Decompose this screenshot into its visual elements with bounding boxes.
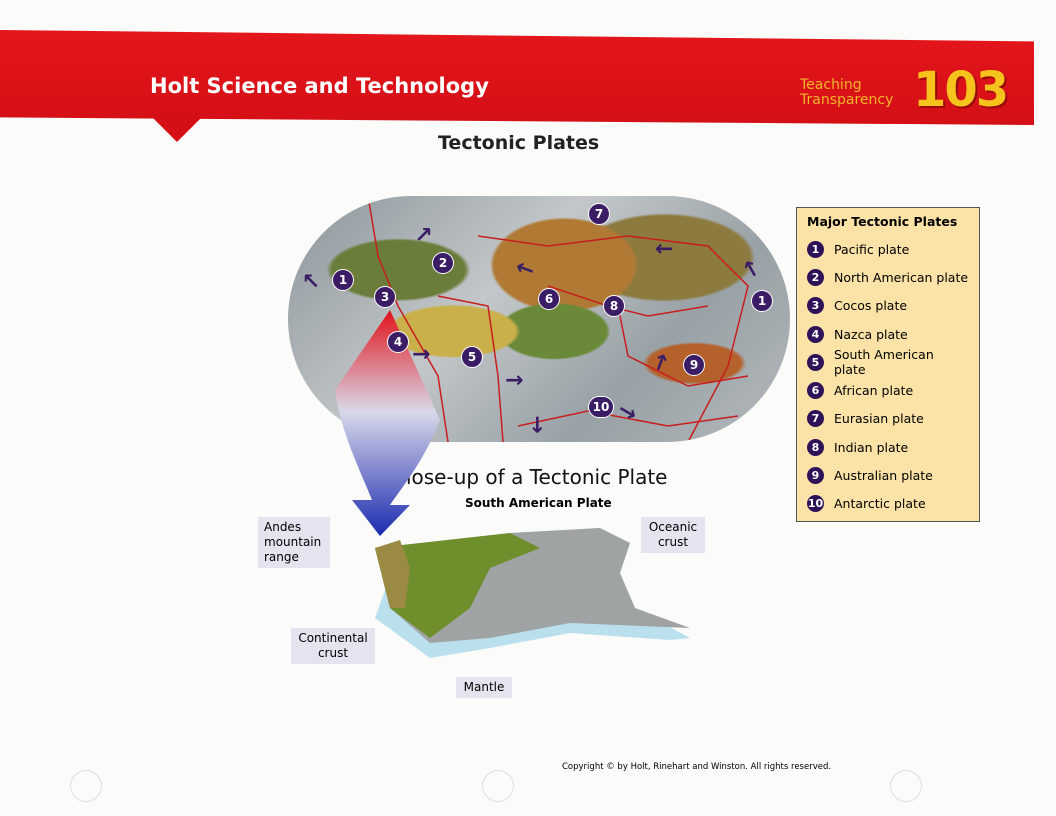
label-andes: Andes mountain range xyxy=(258,517,330,568)
plate-name: Australian plate xyxy=(834,468,933,484)
header-banner xyxy=(0,30,1034,125)
map-marker-australian: 9 xyxy=(683,354,705,376)
copyright: Copyright © by Holt, Rinehart and Winsto… xyxy=(562,762,832,772)
map-marker-antarctic: 10 xyxy=(588,396,614,418)
plate-number-badge: 8 xyxy=(807,438,824,456)
legend-title: Major Tectonic Plates xyxy=(807,214,958,229)
plate-name: Nazca plate xyxy=(834,326,908,342)
legend-item: 10 Antarctic plate xyxy=(807,490,969,518)
page-title: Tectonic Plates xyxy=(438,132,600,154)
legend-box: Major Tectonic Plates 1 Pacific plate 2 Nor… xyxy=(796,207,980,522)
series-title: Holt Science and Technology xyxy=(150,74,489,98)
legend-item: 1 Pacific plate xyxy=(807,235,969,263)
legend-item: 8 Indian plate xyxy=(807,433,969,461)
map-marker-south-american: 5 xyxy=(461,346,483,368)
arrow-icon: → xyxy=(412,342,431,367)
legend-item: 9 Australian plate xyxy=(807,461,969,489)
legend-item: 5 South American plate xyxy=(807,347,969,378)
plate-closeup-block xyxy=(375,528,690,658)
plate-name: Antarctic plate xyxy=(834,496,926,512)
label-mantle: Mantle xyxy=(456,677,512,698)
binder-hole xyxy=(482,770,514,802)
plate-number-badge: 1 xyxy=(807,240,824,258)
banner-notch xyxy=(145,110,209,142)
arrow-icon: → xyxy=(505,368,524,393)
label-continental-crust: Continental crust xyxy=(291,628,375,664)
map-marker-nazca: 4 xyxy=(387,331,409,353)
plate-number-badge: 3 xyxy=(807,297,824,315)
binder-hole xyxy=(70,770,102,802)
plate-number-badge: 7 xyxy=(807,410,824,428)
closeup-subtitle: South American Plate xyxy=(465,496,612,510)
arrow-icon: → xyxy=(655,236,674,261)
plate-number-badge: 9 xyxy=(807,467,824,485)
arrow-icon: → xyxy=(524,415,550,434)
legend-item: 6 African plate xyxy=(807,376,969,404)
plate-number-badge: 10 xyxy=(807,495,824,513)
plate-name: African plate xyxy=(834,383,914,399)
closeup-title: Close-up of a Tectonic Plate xyxy=(392,465,668,489)
plate-number-badge: 5 xyxy=(807,353,824,371)
plate-name: North American plate xyxy=(834,269,969,285)
map-marker-indian: 8 xyxy=(603,295,625,317)
map-marker-eurasian: 7 xyxy=(588,203,610,225)
legend-item: 4 Nazca plate xyxy=(807,320,969,348)
transparency-label: Teaching Transparency xyxy=(800,77,894,108)
map-marker-pacific-east: 1 xyxy=(751,290,773,312)
map-marker-north-american: 2 xyxy=(432,252,454,274)
legend-item: 3 Cocos plate xyxy=(807,292,969,320)
plate-name: Cocos plate xyxy=(834,298,908,314)
legend-item: 7 Eurasian plate xyxy=(807,405,969,433)
map-marker-african: 6 xyxy=(538,288,560,310)
plate-number-badge: 4 xyxy=(807,325,824,343)
zoom-curved-arrow xyxy=(335,310,440,536)
plate-number-badge: 6 xyxy=(807,382,824,400)
plate-name: Pacific plate xyxy=(834,241,910,257)
binder-hole xyxy=(890,770,922,802)
plate-number-badge: 2 xyxy=(807,268,824,286)
transparency-number: 103 xyxy=(913,62,1009,118)
plate-boundaries xyxy=(367,196,749,442)
label-oceanic-crust: Oceanic crust xyxy=(641,517,705,553)
plate-name: Indian plate xyxy=(834,439,909,455)
map-marker-cocos: 3 xyxy=(374,286,396,308)
plate-name: Eurasian plate xyxy=(834,411,924,427)
legend-item: 2 North American plate xyxy=(807,263,969,291)
plate-name: South American plate xyxy=(833,347,934,378)
map-marker-pacific: 1 xyxy=(332,269,354,291)
